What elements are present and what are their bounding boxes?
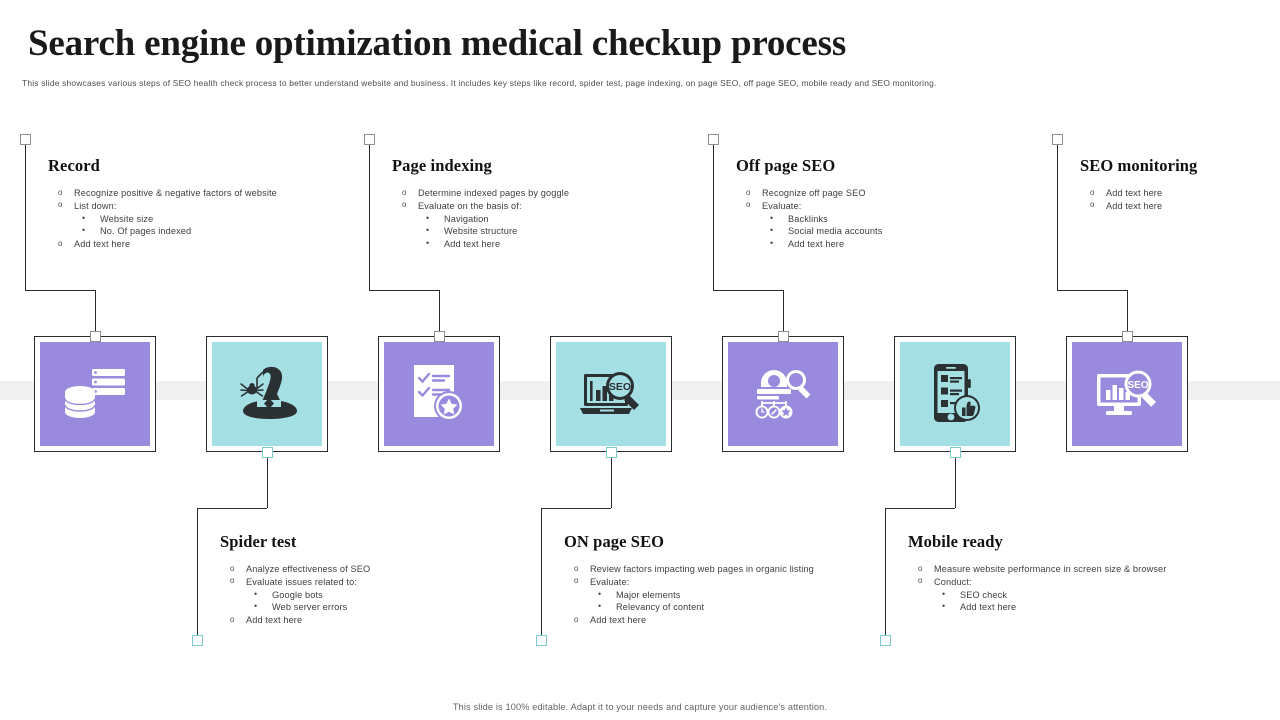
step-title-seo-monitoring: SEO monitoring bbox=[1080, 156, 1198, 175]
step-bullets-mobile-ready: Measure website performance in screen si… bbox=[908, 562, 1208, 614]
offpage-network-magnifier-icon bbox=[751, 365, 815, 423]
monitor-seo-magnifier-icon: SEO bbox=[1094, 366, 1160, 422]
sub-bullets: SEO checkAdd text here bbox=[934, 588, 1208, 614]
bullet-item: Measure website performance in screen si… bbox=[908, 562, 1208, 575]
sub-bullet-item: Web server errors bbox=[246, 600, 520, 614]
icon-fill-on-page-seo: SEO bbox=[556, 342, 666, 446]
icon-box-off-page-seo[interactable] bbox=[722, 336, 844, 452]
icon-fill-mobile-ready bbox=[900, 342, 1010, 446]
bullet-item: Add text here bbox=[564, 614, 864, 627]
bullet-item: Evaluate on the basis of:NavigationWebsi… bbox=[392, 199, 692, 251]
bullet-item: Evaluate:BacklinksSocial media accountsA… bbox=[736, 199, 1036, 251]
icon-box-seo-monitoring[interactable]: SEO bbox=[1066, 336, 1188, 452]
bullet-item: Determine indexed pages by goggle bbox=[392, 186, 692, 199]
sub-bullet-item: Add text here bbox=[418, 237, 692, 251]
connector-end-anchor-mobile-ready bbox=[880, 635, 891, 646]
step-block-on-page-seo: ON page SEO Review factors impacting web … bbox=[564, 532, 864, 627]
bullet-item: Add text here bbox=[1080, 186, 1280, 199]
icon-fill-off-page-seo bbox=[728, 342, 838, 446]
page-subtitle: This slide showcases various steps of SE… bbox=[22, 78, 937, 88]
sub-bullet-item: Major elements bbox=[590, 588, 864, 602]
sub-bullet-item: Website structure bbox=[418, 224, 692, 238]
sub-bullet-item: Backlinks bbox=[762, 212, 1036, 226]
step-bullets-record: Recognize positive & negative factors of… bbox=[48, 186, 348, 251]
sub-bullet-item: Google bots bbox=[246, 588, 520, 602]
sub-bullet-item: Add text here bbox=[762, 237, 1036, 251]
step-title-record: Record bbox=[48, 156, 100, 175]
icon-box-on-page-seo[interactable]: SEO bbox=[550, 336, 672, 452]
step-title-page-indexing: Page indexing bbox=[392, 156, 492, 175]
step-title-spider-test: Spider test bbox=[220, 532, 297, 551]
connector-end-anchor-page-indexing bbox=[364, 134, 375, 145]
connector-end-anchor-on-page-seo bbox=[536, 635, 547, 646]
step-bullets-off-page-seo: Recognize off page SEOEvaluate:Backlinks… bbox=[736, 186, 1036, 251]
step-title-off-page-seo: Off page SEO bbox=[736, 156, 836, 175]
bullet-item: Conduct:SEO checkAdd text here bbox=[908, 575, 1208, 614]
step-title-mobile-ready: Mobile ready bbox=[908, 532, 1003, 551]
sub-bullets: Website sizeNo. Of pages indexed bbox=[74, 212, 348, 238]
icon-fill-spider-test bbox=[212, 342, 322, 446]
step-bullets-seo-monitoring: Add text hereAdd text here bbox=[1080, 186, 1280, 212]
icon-box-spider-test[interactable] bbox=[206, 336, 328, 452]
connector-box-anchor-off-page-seo bbox=[777, 331, 789, 342]
connector-box-anchor-on-page-seo bbox=[605, 447, 617, 458]
database-records-icon bbox=[64, 365, 126, 423]
sub-bullets: BacklinksSocial media accountsAdd text h… bbox=[762, 212, 1036, 251]
connector-box-anchor-spider-test bbox=[261, 447, 273, 458]
sub-bullet-item: Add text here bbox=[934, 600, 1208, 614]
witch-hat-spider-icon bbox=[233, 364, 301, 424]
step-block-page-indexing: Page indexingDetermine indexed pages by … bbox=[392, 156, 692, 251]
step-block-spider-test: Spider testAnalyze effectiveness of SEOE… bbox=[220, 532, 520, 627]
connector-box-anchor-mobile-ready bbox=[949, 447, 961, 458]
bullet-item: Analyze effectiveness of SEO bbox=[220, 562, 520, 575]
footer-note: This slide is 100% editable. Adapt it to… bbox=[452, 702, 828, 712]
connector-box-anchor-seo-monitoring bbox=[1121, 331, 1133, 342]
svg-text:SEO: SEO bbox=[609, 381, 631, 393]
icon-box-page-indexing[interactable] bbox=[378, 336, 500, 452]
bullet-item: Add text here bbox=[48, 238, 348, 251]
step-block-off-page-seo: Off page SEO Recognize off page SEOEvalua… bbox=[736, 156, 1036, 251]
sub-bullet-item: Navigation bbox=[418, 212, 692, 226]
icon-box-record[interactable] bbox=[34, 336, 156, 452]
bullet-item: Recognize positive & negative factors of… bbox=[48, 186, 348, 199]
bullet-item: Evaluate:Major elementsRelevancy of cont… bbox=[564, 575, 864, 614]
step-bullets-page-indexing: Determine indexed pages by goggleEvaluat… bbox=[392, 186, 692, 251]
sub-bullet-item: Website size bbox=[74, 212, 348, 226]
connector-box-anchor-record bbox=[89, 331, 101, 342]
sub-bullet-item: No. Of pages indexed bbox=[74, 224, 348, 238]
bullet-item: List down:Website sizeNo. Of pages index… bbox=[48, 199, 348, 238]
step-block-mobile-ready: Mobile readyMeasure website performance … bbox=[908, 532, 1208, 614]
step-bullets-spider-test: Analyze effectiveness of SEOEvaluate iss… bbox=[220, 562, 520, 627]
connector-end-anchor-off-page-seo bbox=[708, 134, 719, 145]
mobile-thumbs-up-icon bbox=[928, 362, 982, 426]
sub-bullets: Google botsWeb server errors bbox=[246, 588, 520, 614]
bullet-item: Review factors impacting web pages in or… bbox=[564, 562, 864, 575]
sub-bullets: NavigationWebsite structureAdd text here bbox=[418, 212, 692, 251]
svg-text:SEO: SEO bbox=[1127, 380, 1148, 391]
bullet-item: Recognize off page SEO bbox=[736, 186, 1036, 199]
sub-bullet-item: Social media accounts bbox=[762, 224, 1036, 238]
step-block-seo-monitoring: SEO monitoringAdd text hereAdd text here bbox=[1080, 156, 1280, 213]
sub-bullet-item: Relevancy of content bbox=[590, 600, 864, 614]
bullet-item: Evaluate issues related to:Google botsWe… bbox=[220, 575, 520, 614]
step-title-on-page-seo: ON page SEO bbox=[564, 532, 665, 551]
icon-fill-record bbox=[40, 342, 150, 446]
bullet-item: Add text here bbox=[220, 614, 520, 627]
step-block-record: RecordRecognize positive & negative fact… bbox=[48, 156, 348, 251]
icon-fill-page-indexing bbox=[384, 342, 494, 446]
connector-end-anchor-record bbox=[20, 134, 31, 145]
connector-end-anchor-seo-monitoring bbox=[1052, 134, 1063, 145]
sub-bullets: Major elementsRelevancy of content bbox=[590, 588, 864, 614]
connector-end-anchor-spider-test bbox=[192, 635, 203, 646]
connector-box-anchor-page-indexing bbox=[433, 331, 445, 342]
icon-box-mobile-ready[interactable] bbox=[894, 336, 1016, 452]
laptop-seo-magnifier-icon: SEO bbox=[578, 366, 644, 422]
sub-bullet-item: SEO check bbox=[934, 588, 1208, 602]
step-bullets-on-page-seo: Review factors impacting web pages in or… bbox=[564, 562, 864, 627]
bullet-item: Add text here bbox=[1080, 199, 1280, 212]
checklist-star-icon bbox=[410, 363, 468, 425]
icon-fill-seo-monitoring: SEO bbox=[1072, 342, 1182, 446]
page-title: Search engine optimization medical check… bbox=[28, 23, 847, 64]
